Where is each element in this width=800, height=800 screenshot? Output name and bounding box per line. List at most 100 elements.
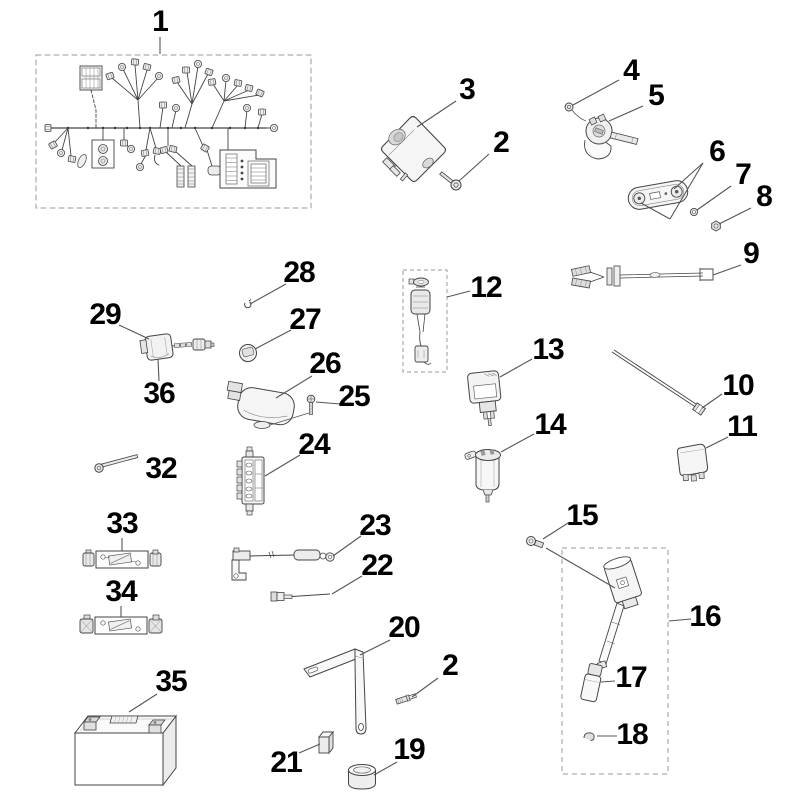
wiring-harness-drawing: [35, 54, 312, 209]
spark-plug-cap-drawing: [402, 269, 448, 373]
ignition-coil-drawing: [139, 333, 215, 361]
sensor-clip-drawing: [583, 732, 595, 741]
fuel-sensor-body: [603, 556, 642, 610]
ground-cable-drawing: [231, 547, 335, 581]
leader-line-switch-bracket: [669, 162, 704, 220]
callout-label-sensor-connector: 15: [566, 499, 598, 532]
fuse-box-drawing: [236, 446, 265, 516]
callout-label-relay: 11: [727, 410, 758, 443]
lead-wire-drawing: [270, 591, 331, 602]
leader-line-ignition-switch-screw: [572, 79, 620, 106]
leader-line-relay: [705, 436, 729, 449]
leader-line-switch-bracket: [673, 162, 704, 190]
leader-line-battery: [128, 693, 158, 713]
callout-label-spark-plug-cap: 12: [470, 271, 502, 304]
leader-line-switch-bracket: [640, 202, 671, 220]
harness-terminal-block: [219, 127, 277, 189]
callout-label-ignition-coil: 29: [89, 298, 121, 331]
harness-fuse-block: [79, 65, 103, 129]
fuse-a-drawing: [82, 549, 162, 569]
callout-label-spacer-block: 21: [270, 746, 302, 779]
bracket-bolt-drawing: [395, 693, 417, 705]
harness-boundary-box: [35, 54, 312, 209]
leader-line-clip: [249, 283, 287, 305]
leader-line-spacer-block: [298, 743, 321, 754]
callout-label-cdi-unit: 3: [459, 73, 476, 106]
clip-drawing: [244, 299, 252, 309]
support-bracket-drawing: [303, 648, 367, 735]
leader-line-ignition-switch: [608, 105, 644, 122]
callout-label-battery: 35: [155, 665, 187, 698]
leader-line-ignition-coil-lead: [157, 358, 160, 382]
callout-label-sensor-float: 17: [615, 661, 647, 694]
callout-label-clip: 28: [283, 256, 315, 289]
callout-label-grommet: 19: [393, 733, 425, 766]
leader-line-sensor-connector: [545, 547, 616, 589]
ignition-switch-drawing: [571, 109, 639, 160]
callout-label-sensor-clip: 18: [616, 718, 648, 751]
leader-line-fuel-sensor-assembly: [668, 618, 692, 622]
spacer-block-drawing: [318, 730, 334, 755]
nut-drawing: [711, 220, 721, 232]
leader-line-ground-cable: [332, 535, 362, 557]
starter-relay-drawing: [464, 449, 501, 503]
leader-line-sensor-connector: [542, 522, 569, 540]
leader-line-lead-wire: [331, 575, 363, 595]
callout-label-fuse-a: 33: [106, 507, 138, 540]
fuel-sensor-assembly-drawing: [561, 547, 669, 775]
leader-line-cdi-unit: [416, 100, 457, 128]
callout-label-nut: 8: [756, 180, 773, 213]
ignition-switch-screw-drawing: [564, 102, 574, 112]
horn-drawing: [226, 380, 310, 429]
callout-label-cable-tie: 10: [722, 369, 754, 402]
starter-cable-drawing: [570, 265, 714, 289]
leader-line-nut: [718, 207, 752, 225]
callout-label-coil-bolt: 32: [145, 452, 177, 485]
leader-line-flasher-relay: [499, 358, 533, 378]
leader-line-support-bracket: [359, 639, 391, 656]
cdi-unit-drawing: [380, 115, 447, 183]
grommet-drawing: [348, 764, 376, 790]
callout-label-cap: 27: [289, 303, 321, 336]
relay-drawing: [676, 443, 709, 482]
callout-label-wiring-harness: 1: [152, 5, 169, 38]
callout-label-starter-cable: 9: [743, 237, 760, 270]
leader-line-starter-relay: [500, 433, 535, 453]
cable-tie-drawing: [611, 349, 707, 416]
callout-label-ignition-coil-lead: 36: [143, 377, 175, 410]
harness-strip-connectors: [176, 165, 196, 188]
leader-line-fuse-box: [264, 454, 301, 477]
sensor-connector-drawing: [526, 536, 545, 549]
callout-label-cdi-mount-bolt: 2: [493, 126, 510, 159]
harness-connector-box: [91, 127, 115, 169]
flasher-relay-drawing: [467, 370, 502, 427]
leader-line-cdi-mount-bolt: [458, 153, 490, 182]
leader-line-ignition-coil: [118, 324, 150, 340]
switch-bracket-drawing: [627, 180, 689, 210]
cdi-mount-bolt-drawing: [439, 171, 462, 191]
horn-screw-drawing: [306, 394, 316, 415]
leader-line-cable-tie: [701, 393, 723, 409]
leader-line-cap: [254, 329, 292, 350]
leader-line-spark-plug-cap: [446, 290, 471, 298]
leader-line-horn-screw: [315, 401, 341, 405]
callout-label-horn-screw: 25: [338, 380, 370, 413]
cap-drawing: [239, 344, 257, 363]
callout-label-flasher-relay: 13: [532, 333, 564, 366]
leader-line-grommet: [373, 761, 398, 776]
leader-line-sensor-float: [600, 680, 616, 683]
spark-plug-cap-boundary-box: [402, 269, 448, 373]
callout-label-lead-wire: 22: [361, 549, 393, 582]
callout-label-fuse-box: 24: [298, 428, 330, 461]
leader-line-starter-cable: [712, 264, 742, 276]
callout-label-fuel-sensor-assembly: 16: [689, 600, 721, 633]
callout-label-ignition-switch: 5: [648, 79, 665, 112]
leader-line-washer: [696, 185, 732, 211]
leader-line-horn: [275, 375, 313, 399]
callout-label-bracket-bolt: 2: [442, 649, 459, 682]
callout-label-horn: 26: [309, 347, 341, 380]
callout-label-fuse-b: 34: [105, 575, 137, 608]
leader-line-bracket-bolt: [411, 677, 439, 698]
callout-label-switch-bracket: 6: [709, 135, 726, 168]
